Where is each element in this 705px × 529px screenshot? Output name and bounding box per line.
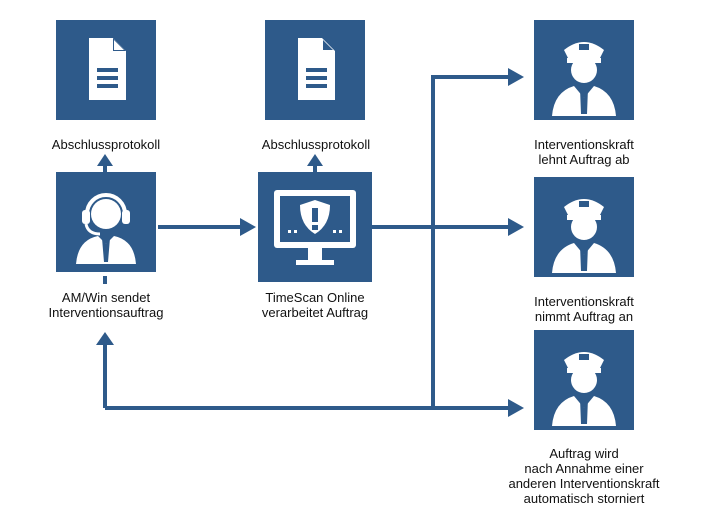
operator-box xyxy=(56,172,156,272)
protocol-left-text: Abschlussprotokoll xyxy=(51,137,161,152)
arrowhead-right-timescan xyxy=(240,218,256,236)
guard-accept-line1: Interventionskraft xyxy=(534,294,634,309)
document-icon xyxy=(89,38,126,100)
arrowhead-up-mid xyxy=(307,154,323,166)
protocol-left-label: Abschlussprotokoll xyxy=(20,137,192,152)
document-icon xyxy=(298,38,335,100)
guard-cancel-box xyxy=(534,330,634,430)
guard-accept-line2: nimmt Auftrag an xyxy=(534,309,634,324)
guard-accept-label: Interventionskraft nimmt Auftrag an xyxy=(490,294,678,324)
monitor-shield-icon xyxy=(274,190,356,265)
guard-reject-label: Interventionskraft lehnt Auftrag ab xyxy=(490,137,678,167)
timescan-box xyxy=(258,172,372,282)
guard-reject-line2: lehnt Auftrag ab xyxy=(538,152,630,167)
timescan-line1: TimeScan Online xyxy=(265,290,365,305)
timescan-line2: verarbeitet Auftrag xyxy=(261,305,369,320)
guard-reject-box xyxy=(534,20,634,120)
protocol-mid-label: Abschlussprotokoll xyxy=(230,137,402,152)
arrowhead-right-cancel xyxy=(508,399,524,417)
arrowhead-right-reject xyxy=(508,68,524,86)
protocol-mid-text: Abschlussprotokoll xyxy=(261,137,371,152)
arrowhead-up-return xyxy=(96,332,114,345)
guard-cancel-line1: Auftrag wird xyxy=(549,446,619,461)
protocol-left-box xyxy=(56,20,156,120)
guard-cancel-label: Auftrag wird nach Annahme einer anderen … xyxy=(480,446,688,506)
operator-label: AM/Win sendet Interventionsauftrag xyxy=(20,290,192,320)
guard-reject-line1: Interventionskraft xyxy=(534,137,634,152)
security-guard-icon xyxy=(552,42,616,116)
security-guard-icon xyxy=(552,352,616,426)
operator-line2: Interventionsauftrag xyxy=(48,305,164,320)
protocol-mid-box xyxy=(265,20,365,120)
timescan-label: TimeScan Online verarbeitet Auftrag xyxy=(229,290,401,320)
guard-cancel-line4: automatisch storniert xyxy=(523,491,645,506)
arrowhead-right-accept xyxy=(508,218,524,236)
guard-cancel-line3: anderen Interventionskraft xyxy=(508,476,660,491)
security-guard-icon xyxy=(552,199,616,273)
arrowhead-up-left xyxy=(97,154,113,166)
guard-cancel-line2: nach Annahme einer xyxy=(524,461,644,476)
guard-accept-box xyxy=(534,177,634,277)
operator-line1: AM/Win sendet xyxy=(61,290,151,305)
headset-operator-icon xyxy=(76,193,136,264)
